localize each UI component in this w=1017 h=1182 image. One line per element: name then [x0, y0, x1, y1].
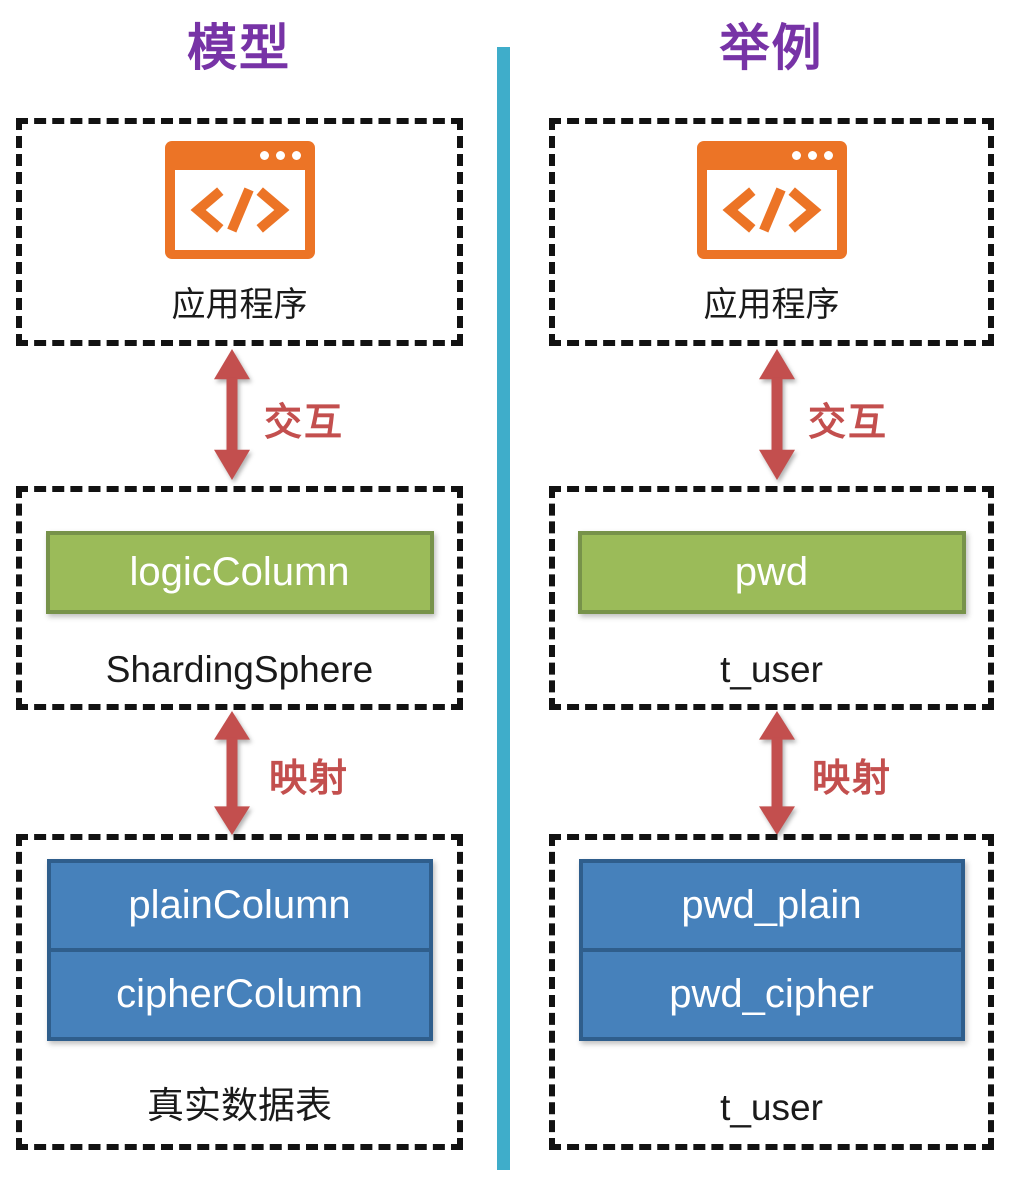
right-map-arrow-icon [759, 711, 795, 835]
right-column-stack: pwd_plain pwd_cipher [578, 859, 965, 1041]
code-window-panel [706, 170, 837, 250]
plain-column-item: plainColumn [50, 863, 429, 948]
right-tuser-box: pwd t_user [549, 486, 994, 710]
window-dots-icon [791, 151, 833, 160]
column-divider [497, 47, 510, 1170]
right-real-table-box: pwd_plain pwd_cipher t_user [549, 834, 994, 1150]
right-interact-arrow-label: 交互 [808, 402, 889, 444]
right-column-title: 举例 [719, 20, 824, 76]
code-brackets-icon [190, 187, 289, 233]
right-application-box: 应用程序 [549, 118, 994, 346]
left-map-arrow-icon [214, 711, 250, 835]
code-window-icon [164, 141, 315, 259]
code-brackets-icon [722, 187, 821, 233]
pwd-cipher-item: pwd_cipher [582, 948, 961, 1037]
left-column-title: 模型 [187, 20, 291, 76]
pwd-item: pwd [577, 531, 966, 614]
right-interact-arrow-icon [759, 349, 795, 480]
left-sharding-box: logicColumn ShardingSphere [16, 486, 463, 710]
cipher-column-item: cipherColumn [50, 948, 429, 1037]
left-sharding-label: ShardingSphere [105, 649, 374, 690]
left-interact-arrow-icon [214, 349, 250, 480]
right-map-arrow-label: 映射 [812, 758, 893, 800]
code-window-panel [174, 170, 305, 250]
left-application-box: 应用程序 [16, 118, 463, 346]
pwd-plain-item: pwd_plain [582, 863, 961, 948]
left-application-label: 应用程序 [171, 286, 308, 324]
window-dots-icon [259, 151, 301, 160]
left-real-table-box: plainColumn cipherColumn 真实数据表 [16, 834, 463, 1150]
right-application-label: 应用程序 [703, 286, 840, 324]
right-real-table-label: t_user [720, 1087, 823, 1128]
logic-column-item: logicColumn [45, 531, 434, 614]
left-map-arrow-label: 映射 [269, 758, 350, 800]
left-real-table-label: 真实数据表 [147, 1085, 332, 1126]
left-interact-arrow-label: 交互 [264, 402, 345, 444]
right-tuser-label: t_user [720, 649, 823, 690]
left-column-stack: plainColumn cipherColumn [46, 859, 433, 1041]
code-window-icon [696, 141, 847, 259]
